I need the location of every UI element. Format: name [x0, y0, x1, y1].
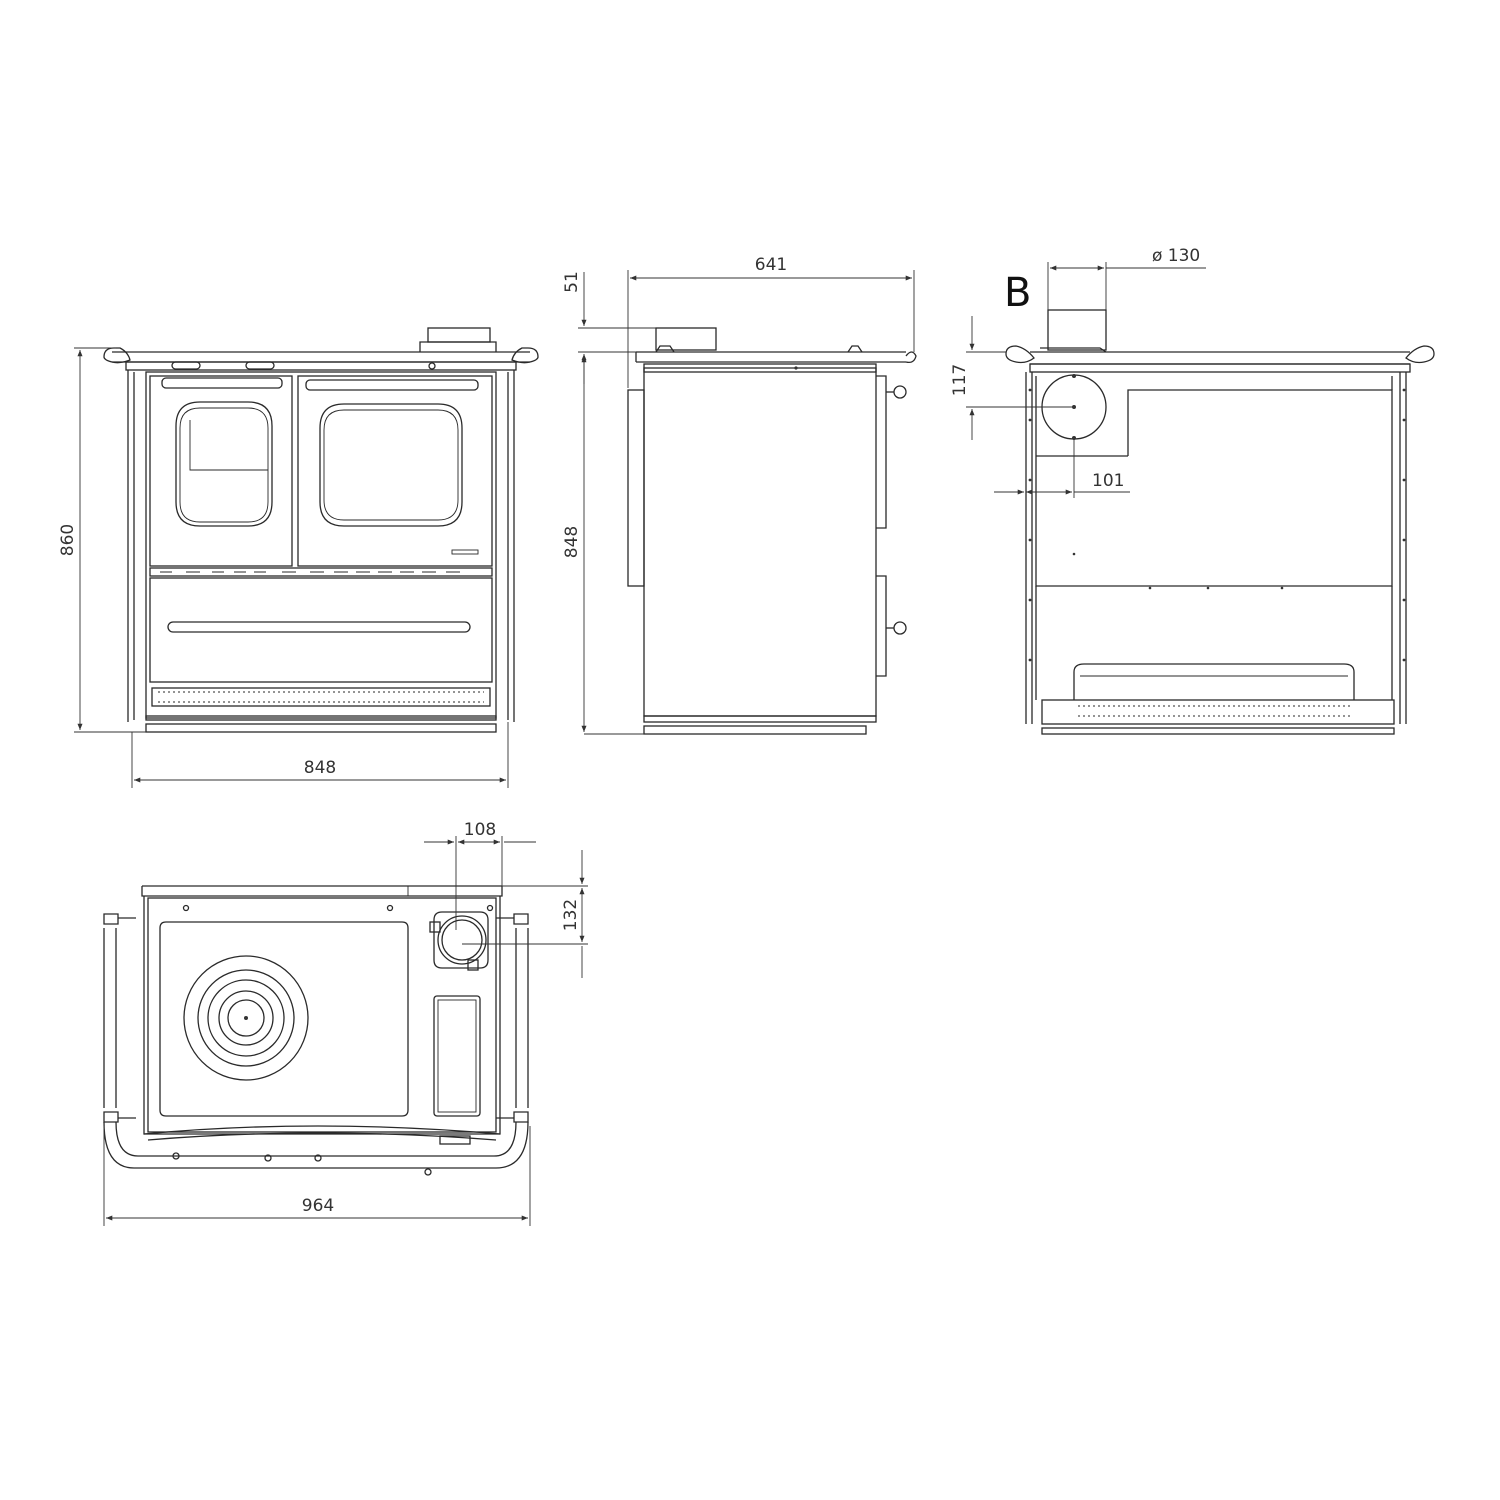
top-flue-y-label: 132 [561, 899, 581, 931]
front-body [127, 370, 515, 733]
rear-body [1005, 309, 1435, 735]
side-depth-label: 641 [755, 255, 787, 275]
top-flue-x-label: 108 [464, 820, 496, 840]
side-height-dimension: 848 [562, 354, 644, 735]
side-top-offset-label: 51 [562, 271, 582, 293]
front-height-label: 860 [58, 524, 78, 556]
front-width-label: 848 [304, 758, 336, 778]
side-view: 641 51 848 [562, 255, 917, 735]
rear-view-label: B [1004, 270, 1031, 316]
side-top-offset-dimension: 51 [562, 271, 656, 384]
top-width-dimension: 964 [103, 1126, 531, 1226]
front-top-rail [103, 347, 539, 371]
side-height-label: 848 [562, 526, 582, 558]
front-height-dimension: 860 [58, 347, 146, 733]
front-flue-collar [419, 327, 497, 352]
front-width-dimension: 848 [131, 722, 509, 788]
top-view: 108 132 964 [103, 820, 588, 1226]
rear-flue-offset-dimension: 101 [994, 439, 1130, 498]
top-flue-x-dimension: 108 [424, 820, 536, 930]
rear-flue-height-dimension: 117 [950, 316, 1074, 440]
top-width-label: 964 [302, 1196, 334, 1216]
rear-view: B [950, 246, 1435, 735]
top-body [103, 885, 529, 1176]
rear-flue-offset-label: 101 [1092, 471, 1124, 491]
rear-flue-diameter-dimension: ø 130 [1047, 246, 1206, 310]
front-view: 860 848 [58, 327, 539, 788]
top-flue-y-dimension: 132 [462, 850, 588, 978]
side-body [627, 327, 917, 735]
rear-flue-diameter-label: ø 130 [1152, 246, 1200, 266]
side-depth-dimension: 641 [627, 255, 915, 388]
rear-flue-height-label: 117 [950, 364, 970, 396]
